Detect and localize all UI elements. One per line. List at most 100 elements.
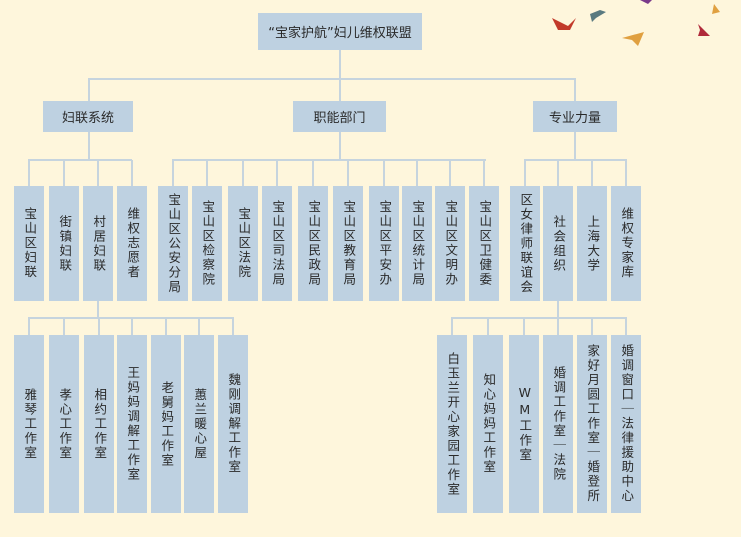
org-node: 宝山区司法局 bbox=[262, 186, 292, 301]
connector bbox=[449, 160, 451, 186]
org-node: 宝山区妇联 bbox=[14, 186, 44, 301]
studio-node: 家好月圆工作室｜婚登所 bbox=[577, 335, 607, 513]
org-node: 宝山区民政局 bbox=[298, 186, 328, 301]
connector bbox=[131, 160, 133, 186]
connector bbox=[242, 160, 244, 186]
org-label: 区女律师联谊会 bbox=[518, 192, 534, 295]
connector bbox=[524, 159, 627, 161]
crane-icon bbox=[590, 10, 606, 22]
root-node: “宝家护航”妇儿维权联盟 bbox=[258, 13, 422, 50]
root-label: “宝家护航”妇儿维权联盟 bbox=[268, 26, 412, 41]
connector bbox=[523, 318, 525, 335]
org-node: 宝山区文明办 bbox=[435, 186, 465, 301]
connector bbox=[557, 318, 559, 335]
org-node: 区女律师联谊会 bbox=[510, 186, 540, 301]
org-label: 宝山区统计局 bbox=[410, 200, 426, 287]
connector bbox=[28, 318, 30, 335]
org-label: 街镇妇联 bbox=[57, 214, 73, 273]
connector bbox=[88, 78, 576, 80]
org-label: 村居妇联 bbox=[91, 214, 107, 273]
connector bbox=[574, 132, 576, 160]
org-node: 宝山区公安分局 bbox=[158, 186, 188, 301]
studio-node: 蕙兰暖心屋 bbox=[184, 335, 214, 513]
connector bbox=[416, 160, 418, 186]
connector bbox=[483, 160, 485, 186]
studio-node: 王妈妈调解工作室 bbox=[117, 335, 147, 513]
group-functional-departments: 职能部门 bbox=[293, 101, 386, 132]
org-label: 宝山区妇联 bbox=[22, 207, 38, 280]
studio-label: 老舅妈工作室 bbox=[159, 380, 175, 468]
studio-label: 蕙兰暖心屋 bbox=[192, 387, 208, 461]
studio-label: 知心妈妈工作室 bbox=[481, 373, 497, 475]
studio-node: 相约工作室 bbox=[84, 335, 114, 513]
studio-node: 婚调窗口｜法律援助中心 bbox=[611, 335, 641, 513]
connector bbox=[28, 159, 132, 161]
connector bbox=[28, 160, 30, 186]
studio-node: 白玉兰开心家园工作室 bbox=[437, 335, 467, 513]
connector bbox=[98, 318, 100, 335]
group-professional-forces: 专业力量 bbox=[533, 101, 617, 132]
studio-label: 家好月圆工作室｜婚登所 bbox=[585, 344, 601, 504]
group-label: 专业力量 bbox=[548, 111, 601, 126]
studio-label: WM工作室 bbox=[517, 385, 533, 463]
studio-node: 老舅妈工作室 bbox=[151, 335, 181, 513]
connector bbox=[487, 318, 489, 335]
connector bbox=[557, 301, 559, 318]
org-node: 宝山区平安办 bbox=[369, 186, 399, 301]
connector bbox=[625, 318, 627, 335]
org-node: 社会组织 bbox=[543, 186, 573, 301]
org-node: 宝山区检察院 bbox=[192, 186, 222, 301]
connector bbox=[232, 318, 234, 335]
connector bbox=[131, 318, 133, 335]
connector bbox=[97, 160, 99, 186]
org-label: 宝山区法院 bbox=[236, 207, 252, 280]
paper-cranes-decoration bbox=[552, 0, 720, 46]
org-label: 宝山区民政局 bbox=[306, 200, 322, 287]
connector bbox=[451, 318, 453, 335]
connector bbox=[172, 159, 486, 161]
org-label: 宝山区司法局 bbox=[270, 200, 286, 287]
connector bbox=[339, 50, 341, 101]
studio-node: 婚调工作室｜法院 bbox=[543, 335, 573, 513]
connector bbox=[625, 160, 627, 186]
connector bbox=[63, 318, 65, 335]
connector bbox=[172, 160, 174, 186]
org-node: 宝山区卫健委 bbox=[469, 186, 499, 301]
connector bbox=[63, 160, 65, 186]
studio-label: 魏刚调解工作室 bbox=[226, 373, 242, 475]
connector bbox=[347, 160, 349, 186]
crane-icon bbox=[622, 32, 644, 46]
crane-icon bbox=[640, 0, 652, 4]
org-node: 宝山区教育局 bbox=[333, 186, 363, 301]
connector bbox=[339, 132, 341, 160]
org-label: 宝山区卫健委 bbox=[477, 200, 493, 287]
crane-icon bbox=[698, 24, 710, 36]
connector bbox=[97, 301, 99, 318]
studio-label: 白玉兰开心家园工作室 bbox=[445, 351, 461, 497]
org-label: 社会组织 bbox=[551, 214, 567, 273]
connector bbox=[312, 160, 314, 186]
crane-icon bbox=[552, 18, 576, 30]
studio-label: 相约工作室 bbox=[92, 387, 108, 461]
studio-node: WM工作室 bbox=[509, 335, 539, 513]
studio-node: 知心妈妈工作室 bbox=[473, 335, 503, 513]
org-label: 维权志愿者 bbox=[125, 207, 141, 280]
studio-label: 雅琴工作室 bbox=[22, 387, 38, 461]
connector bbox=[591, 160, 593, 186]
org-node: 上海大学 bbox=[577, 186, 607, 301]
studio-label: 婚调工作室｜法院 bbox=[551, 366, 567, 482]
studio-node: 孝心工作室 bbox=[49, 335, 79, 513]
connector bbox=[206, 160, 208, 186]
connector bbox=[88, 78, 90, 101]
studio-label: 孝心工作室 bbox=[57, 387, 73, 461]
org-label: 宝山区教育局 bbox=[341, 200, 357, 287]
org-node: 街镇妇联 bbox=[49, 186, 79, 301]
org-node: 宝山区法院 bbox=[228, 186, 258, 301]
connector bbox=[591, 318, 593, 335]
connector bbox=[451, 317, 627, 319]
group-women-federation: 妇联系统 bbox=[43, 101, 133, 132]
org-label: 宝山区平安办 bbox=[377, 200, 393, 287]
crane-icon bbox=[712, 4, 720, 14]
studio-label: 王妈妈调解工作室 bbox=[125, 366, 141, 482]
connector bbox=[198, 318, 200, 335]
